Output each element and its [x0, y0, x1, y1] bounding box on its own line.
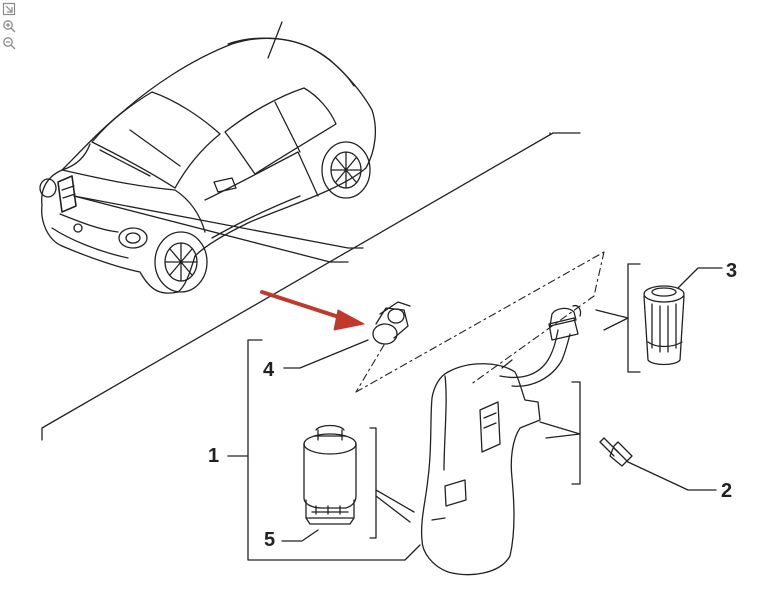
detail-boundary-line: [41, 132, 581, 441]
bolt-part: [599, 437, 633, 467]
filler-cap-part: [643, 285, 685, 366]
callout-1: 1: [208, 445, 219, 467]
zoom-in-icon[interactable]: [2, 19, 16, 33]
viewer-toolbar: [2, 2, 18, 50]
washer-pump-part: [303, 424, 357, 525]
car-illustration: [39, 21, 377, 294]
callout-2: 2: [721, 480, 732, 502]
callout-4: 4: [263, 359, 275, 381]
fit-to-page-icon[interactable]: [2, 2, 16, 16]
grommet-part: [372, 301, 411, 345]
highlight-arrow: [260, 290, 365, 331]
zoom-out-icon[interactable]: [2, 36, 16, 50]
washer-fluid-reservoir: [420, 304, 582, 576]
callout-3: 3: [726, 260, 737, 282]
assembly-bracket: [247, 339, 421, 561]
callout-5: 5: [264, 529, 275, 551]
